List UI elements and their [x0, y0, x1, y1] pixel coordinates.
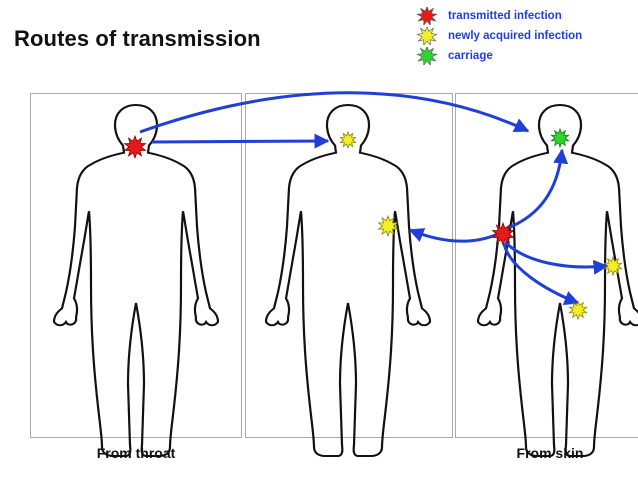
newly-acquired-leg-icon: [569, 301, 586, 319]
arrow-throat-to-skin-throat: [140, 93, 528, 132]
newly-acquired-throat-icon: [340, 132, 355, 148]
arrow-skin-to-arm: [505, 242, 607, 267]
caption-from-throat: From throat: [30, 445, 242, 461]
arrow-skin-to-recipient-arm: [410, 230, 498, 241]
body-figure-throat: [54, 105, 218, 456]
body-figure-recipient: [266, 105, 430, 456]
caption-from-skin: From skin: [470, 445, 630, 461]
carriage-throat-icon: [551, 129, 568, 147]
arrow-skin-to-throat-carriage: [508, 150, 562, 228]
body-figure-skin: [478, 105, 638, 456]
arrow-throat-to-recipient-throat: [152, 141, 328, 142]
transmitted-infection-throat-icon: [125, 136, 146, 158]
